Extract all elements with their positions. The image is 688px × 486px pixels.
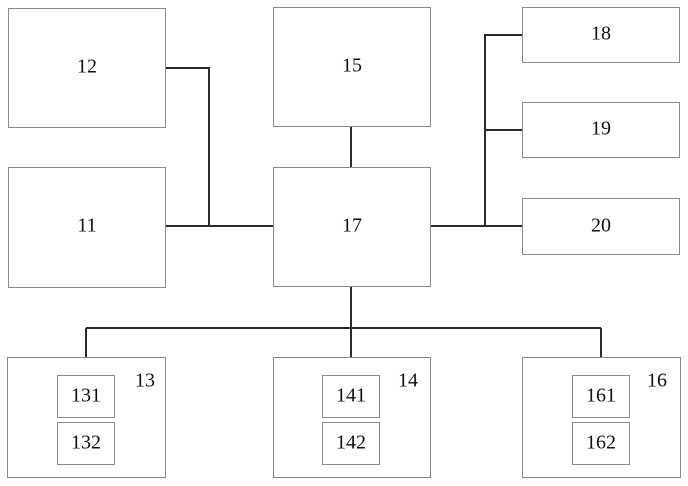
block-141: 141 xyxy=(323,376,380,418)
block-132-label: 132 xyxy=(71,432,101,454)
block-16: 16 161 162 xyxy=(523,358,681,478)
block-18: 18 xyxy=(523,8,680,63)
block-12-label: 12 xyxy=(77,56,97,78)
block-20: 20 xyxy=(523,199,680,255)
block-16-label: 16 xyxy=(647,370,667,392)
block-131-label: 131 xyxy=(71,385,101,407)
block-15: 15 xyxy=(274,8,431,127)
block-18-label: 18 xyxy=(591,23,611,45)
block-162-label: 162 xyxy=(586,432,616,454)
block-17-label: 17 xyxy=(342,215,362,237)
block-11: 11 xyxy=(9,168,166,288)
block-12: 12 xyxy=(9,9,166,128)
block-14: 14 141 142 xyxy=(274,358,431,478)
block-19-label: 19 xyxy=(591,118,611,140)
block-162: 162 xyxy=(573,423,630,465)
block-15-label: 15 xyxy=(342,55,362,77)
block-14-label: 14 xyxy=(398,370,418,392)
block-20-label: 20 xyxy=(591,215,611,237)
block-142-label: 142 xyxy=(336,432,366,454)
block-11-label: 11 xyxy=(77,215,96,237)
block-19: 19 xyxy=(523,103,680,158)
block-131: 131 xyxy=(58,376,115,418)
block-17: 17 xyxy=(274,168,431,287)
block-132: 132 xyxy=(58,423,115,465)
block-161-label: 161 xyxy=(586,385,616,407)
block-141-label: 141 xyxy=(336,385,366,407)
block-13: 13 131 132 xyxy=(8,358,166,478)
connector-12-17 xyxy=(166,68,274,226)
block-142: 142 xyxy=(323,423,380,465)
block-161: 161 xyxy=(573,376,630,418)
block-13-label: 13 xyxy=(135,370,155,392)
